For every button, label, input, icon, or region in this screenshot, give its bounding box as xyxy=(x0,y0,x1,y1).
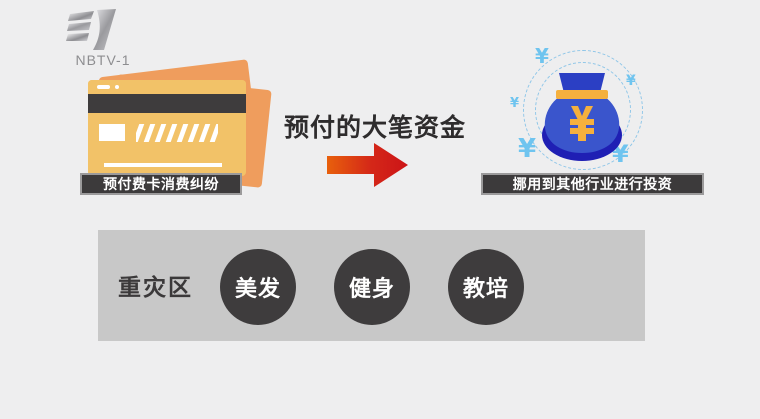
money-bag-icon: ¥ ¥ ¥ ¥ ¥ xyxy=(505,42,655,182)
right-banner-label: 挪用到其他行业进行投资 xyxy=(481,173,704,195)
panel-title: 重灾区 xyxy=(118,275,193,301)
credit-card-icon xyxy=(82,59,272,188)
category-bubble-0: 美发 xyxy=(220,249,296,325)
yen-symbol-icon: ¥ xyxy=(510,96,520,111)
card-number-stripes xyxy=(136,124,218,142)
card-front-face xyxy=(88,80,246,176)
money-bag-shape xyxy=(542,73,622,161)
card-top-dot xyxy=(115,85,119,89)
card-signature-line xyxy=(104,163,222,167)
channel-name-label: NBTV-1 xyxy=(75,52,131,68)
left-banner-label: 预付费卡消费纠纷 xyxy=(80,173,242,195)
category-bubble-2: 教培 xyxy=(448,249,524,325)
card-top-strip xyxy=(88,80,246,93)
card-top-dot xyxy=(97,85,110,89)
category-bubble-1: 健身 xyxy=(334,249,410,325)
card-chip xyxy=(99,124,125,141)
hardest-hit-areas-panel: 重灾区 美发 健身 教培 xyxy=(98,230,645,341)
nbtv-channel-logo-icon xyxy=(64,8,128,52)
center-caption-text: 预付的大笔资金 xyxy=(283,113,466,142)
yen-symbol-icon: ¥ xyxy=(535,44,549,68)
channel-logo-block: NBTV-1 xyxy=(48,8,158,70)
right-arrow-icon xyxy=(327,143,408,187)
yen-symbol-icon: ¥ xyxy=(518,134,537,164)
yen-symbol-icon: ¥ xyxy=(626,73,636,89)
orbit-ring-outer xyxy=(523,50,643,170)
card-magnetic-stripe xyxy=(88,94,246,113)
